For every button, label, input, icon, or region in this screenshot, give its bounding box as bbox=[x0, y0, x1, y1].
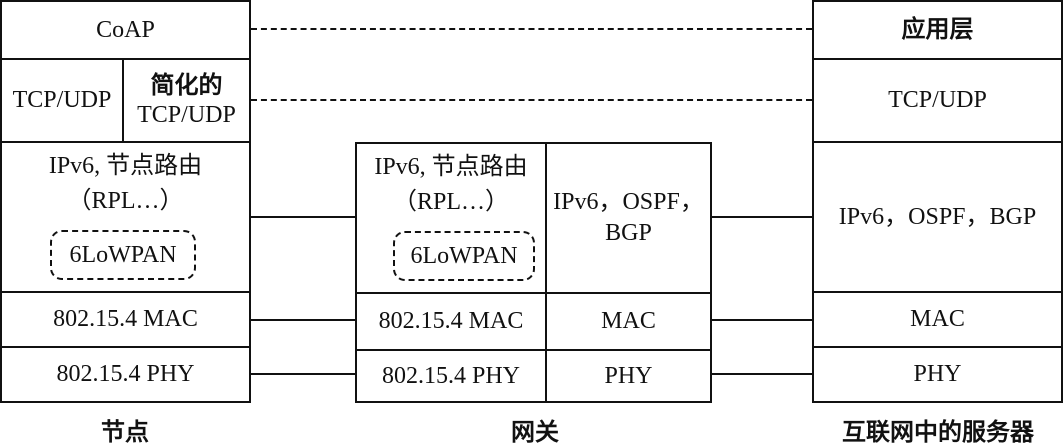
server-phy-layer: PHY bbox=[814, 348, 1061, 401]
gateway-rpl-label: （RPL…） bbox=[392, 188, 509, 215]
gateway-802154-phy-layer: 802.15.4 PHY bbox=[357, 351, 545, 401]
node-mac-label: 802.15.4 MAC bbox=[53, 306, 198, 333]
server-divider-network bbox=[814, 291, 1061, 293]
gateway-802154-phy-label: 802.15.4 PHY bbox=[381, 362, 520, 389]
node-phy-label: 802.15.4 PHY bbox=[56, 361, 195, 388]
server-ipv6-ospf-bgp-label: IPv6，OSPF，BGP bbox=[838, 203, 1037, 230]
node-stack: CoAP TCP/UDP 简化的 TCP/UDP IPv6, 节点路由 （RPL… bbox=[0, 0, 251, 403]
node-mac-layer: 802.15.4 MAC bbox=[2, 293, 249, 346]
node-coap-layer: CoAP bbox=[2, 2, 249, 58]
server-app-layer: 应用层 bbox=[814, 2, 1061, 58]
server-caption: 互联网中的服务器 bbox=[842, 420, 1034, 446]
node-6lowpan-label: 6LoWPAN bbox=[69, 241, 177, 268]
gateway-ipv6-routing-label: IPv6, 节点路由 bbox=[374, 153, 528, 180]
node-divider-network bbox=[2, 291, 249, 293]
node-simplified-tcp-udp-layer: 简化的 TCP/UDP bbox=[124, 60, 249, 141]
node-caption: 节点 bbox=[101, 420, 149, 446]
node-gateway-network-link bbox=[251, 216, 355, 218]
gateway-mac-label: MAC bbox=[601, 308, 656, 335]
node-tcp-udp-label: TCP/UDP bbox=[12, 87, 112, 114]
gateway-node-side-network: IPv6, 节点路由 （RPL…） 6LoWPAN bbox=[357, 144, 545, 292]
server-mac-layer: MAC bbox=[814, 293, 1061, 346]
gateway-6lowpan-box: 6LoWPAN bbox=[393, 231, 535, 281]
node-transport-split bbox=[122, 58, 124, 141]
node-ipv6-routing-label: IPv6, 节点路由 bbox=[48, 152, 203, 179]
gateway-bgp-label: BGP bbox=[605, 220, 652, 246]
node-network-layer: IPv6, 节点路由 （RPL…） 6LoWPAN bbox=[2, 143, 249, 291]
gateway-802154-mac-layer: 802.15.4 MAC bbox=[357, 294, 545, 349]
server-divider-app bbox=[814, 58, 1061, 60]
server-phy-label: PHY bbox=[913, 361, 962, 388]
coap-to-app-dashed-link bbox=[251, 28, 812, 30]
node-tcp-udp-layer: TCP/UDP bbox=[2, 60, 122, 141]
server-app-label: 应用层 bbox=[901, 16, 974, 43]
gateway-ipv6-ospf-label: IPv6，OSPF， bbox=[553, 189, 704, 216]
server-stack: 应用层 TCP/UDP IPv6，OSPF，BGP MAC PHY bbox=[812, 0, 1063, 403]
node-rpl-label: （RPL…） bbox=[67, 187, 184, 214]
node-gateway-phy-link bbox=[251, 373, 355, 375]
gateway-server-network-link bbox=[712, 216, 812, 218]
gateway-phy-layer: PHY bbox=[547, 351, 710, 401]
node-divider-coap bbox=[2, 58, 249, 60]
server-network-layer: IPv6，OSPF，BGP bbox=[814, 143, 1061, 291]
transport-dashed-link bbox=[251, 99, 812, 101]
node-divider-mac bbox=[2, 346, 249, 348]
gateway-6lowpan-label: 6LoWPAN bbox=[410, 242, 518, 269]
node-phy-layer: 802.15.4 PHY bbox=[2, 348, 249, 401]
gateway-802154-mac-label: 802.15.4 MAC bbox=[378, 308, 524, 335]
server-tcp-udp-label: TCP/UDP bbox=[888, 87, 987, 114]
gateway-server-mac-link bbox=[712, 319, 812, 321]
server-divider-mac bbox=[814, 346, 1061, 348]
server-mac-label: MAC bbox=[910, 306, 965, 333]
gateway-phy-label: PHY bbox=[604, 362, 653, 389]
gateway-internet-side-network: IPv6，OSPF， BGP bbox=[547, 144, 710, 292]
gateway-stack: IPv6, 节点路由 （RPL…） 6LoWPAN IPv6，OSPF， BGP… bbox=[355, 142, 712, 403]
node-simplified-label: 简化的 bbox=[150, 72, 223, 99]
gateway-caption: 网关 bbox=[511, 420, 559, 446]
node-simplified-tcp-udp-label: TCP/UDP bbox=[137, 101, 236, 128]
node-6lowpan-box: 6LoWPAN bbox=[50, 230, 196, 280]
gateway-mac-layer: MAC bbox=[547, 294, 710, 349]
gateway-server-phy-link bbox=[712, 373, 812, 375]
gateway-split bbox=[545, 144, 547, 401]
node-divider-transport bbox=[2, 141, 249, 143]
server-tcp-udp-layer: TCP/UDP bbox=[814, 60, 1061, 141]
gateway-divider-mac bbox=[357, 349, 710, 351]
server-divider-transport bbox=[814, 141, 1061, 143]
node-coap-label: CoAP bbox=[96, 16, 155, 43]
gateway-divider-network bbox=[357, 292, 710, 294]
node-gateway-mac-link bbox=[251, 319, 355, 321]
